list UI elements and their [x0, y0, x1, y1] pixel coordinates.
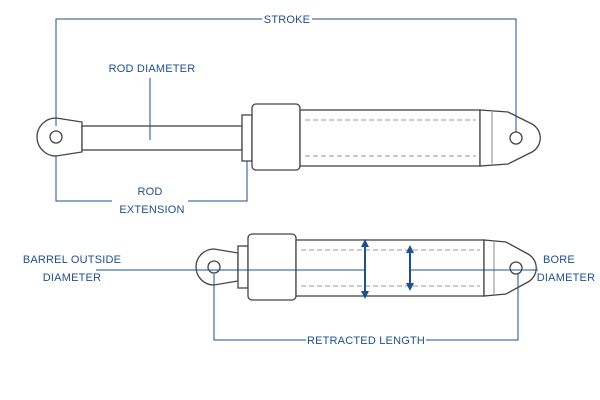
rod-diameter-callout: ROD DIAMETER — [109, 63, 196, 140]
rod-extension-label-line1: ROD — [137, 186, 162, 198]
barrel-outside-diameter-callout: BARREL OUTSIDE DIAMETER — [23, 254, 365, 284]
rod-extension-line-right — [188, 161, 248, 202]
bore-arrow-bottom — [406, 283, 414, 291]
retracted-length-label: RETRACTED LENGTH — [307, 335, 425, 347]
bore-arrow-top — [406, 245, 414, 253]
rod-diameter-label: ROD DIAMETER — [109, 63, 196, 75]
stroke-label: STROKE — [264, 14, 310, 26]
bore-label-line2: DIAMETER — [537, 272, 595, 284]
barrel-outside-label-line1: BARREL OUTSIDE — [23, 254, 121, 266]
stroke-dimension: STROKE — [55, 14, 517, 132]
barrel-outside-diameter-marker — [361, 239, 369, 299]
retracted-length-line-left — [213, 274, 306, 341]
retracted-cylinder — [195, 233, 537, 301]
stroke-line-left — [55, 18, 262, 126]
barrel-od-arrow-top — [361, 239, 369, 247]
bore-label-line1: BORE — [543, 254, 575, 266]
rod-eye-hole — [49, 130, 63, 144]
retracted-rod-eye-hole — [207, 260, 221, 274]
gland-collar — [241, 114, 253, 162]
extended-cylinder — [36, 103, 541, 171]
retracted-barrel — [295, 239, 485, 297]
rod-extension-line-left — [55, 156, 112, 202]
rod-extension-label-line2: EXTENSION — [119, 204, 184, 216]
retracted-length-dimension: RETRACTED LENGTH — [213, 274, 519, 347]
retracted-length-line-right — [426, 274, 519, 341]
head-cap — [251, 103, 301, 171]
bore-diameter-callout: BORE DIAMETER — [410, 254, 595, 284]
barrel-od-arrow-bottom — [361, 291, 369, 299]
stroke-line-right — [312, 18, 517, 132]
piston-rod — [81, 125, 243, 151]
bore-diameter-marker — [406, 245, 414, 291]
barrel-outside-label-line2: DIAMETER — [43, 272, 101, 284]
cap-eye-hole — [509, 131, 523, 145]
rod-extension-dimension: ROD EXTENSION — [55, 156, 248, 216]
retracted-gland-collar — [237, 245, 249, 289]
retracted-cap-eye-hole — [509, 261, 523, 275]
barrel — [299, 109, 481, 167]
retracted-head-cap — [247, 233, 297, 301]
